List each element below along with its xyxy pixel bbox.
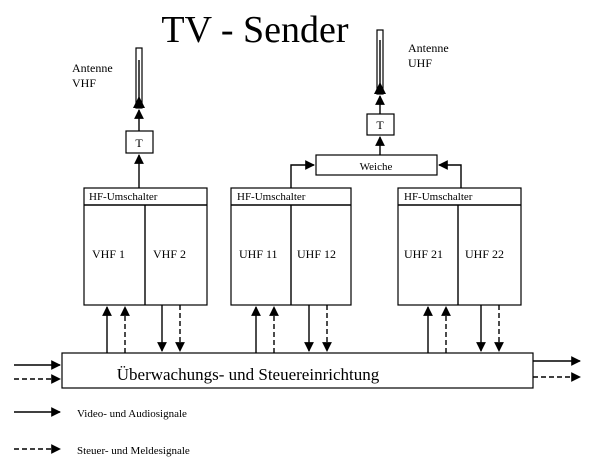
- group-signal-arrows: [102, 305, 504, 353]
- weiche-box: [315, 154, 438, 176]
- transmitter-uhf-21: UHF 21: [404, 247, 443, 261]
- transmitter-group-uhf-1: HF-Umschalter UHF 11 UHF 12: [230, 187, 352, 306]
- antenna-vhf: Antenne VHF T: [72, 47, 154, 188]
- group-uhf-2-switch-label: HF-Umschalter: [404, 191, 473, 203]
- antenna-uhf-label-2: UHF: [408, 56, 432, 70]
- antenna-vhf-tip-icon: [133, 96, 145, 108]
- vhf-t-label: T: [135, 136, 143, 150]
- legend-solid-label: Video- und Audiosignale: [77, 408, 187, 420]
- transmitter-vhf-1: VHF 1: [92, 247, 125, 261]
- uhf-t-label: T: [376, 118, 384, 132]
- transmitter-group-vhf: HF-Umschalter VHF 1 VHF 2: [83, 187, 208, 306]
- group-uhf-2-box: [397, 187, 522, 306]
- antenna-vhf-label-1: Antenne: [72, 61, 113, 75]
- group-vhf-switch-label: HF-Umschalter: [89, 191, 158, 203]
- transmitter-uhf-12: UHF 12: [297, 247, 336, 261]
- page-title: TV - Sender: [161, 9, 348, 51]
- antenna-uhf-tip-icon: [374, 82, 386, 94]
- legend: Video- und Audiosignale Steuer- und Meld…: [14, 407, 190, 457]
- antenna-uhf: Antenne UHF T: [366, 29, 449, 155]
- transmitter-uhf-22: UHF 22: [465, 247, 504, 261]
- control-unit: Überwachungs- und Steuereinrichtung: [14, 352, 581, 389]
- antenna-vhf-label-2: VHF: [72, 76, 96, 90]
- control-unit-box: [61, 352, 534, 389]
- control-unit-label: Überwachungs- und Steuereinrichtung: [117, 365, 380, 384]
- group-uhf-1-switch-label: HF-Umschalter: [237, 191, 306, 203]
- transmitter-uhf-11: UHF 11: [239, 247, 278, 261]
- weiche: Weiche: [290, 154, 462, 188]
- transmitter-group-uhf-2: HF-Umschalter UHF 21 UHF 22: [397, 187, 522, 306]
- weiche-label: Weiche: [360, 161, 393, 173]
- antenna-uhf-label-1: Antenne: [408, 41, 449, 55]
- transmitter-vhf-2: VHF 2: [153, 247, 186, 261]
- legend-dashed-label: Steuer- und Meldesignale: [77, 445, 190, 457]
